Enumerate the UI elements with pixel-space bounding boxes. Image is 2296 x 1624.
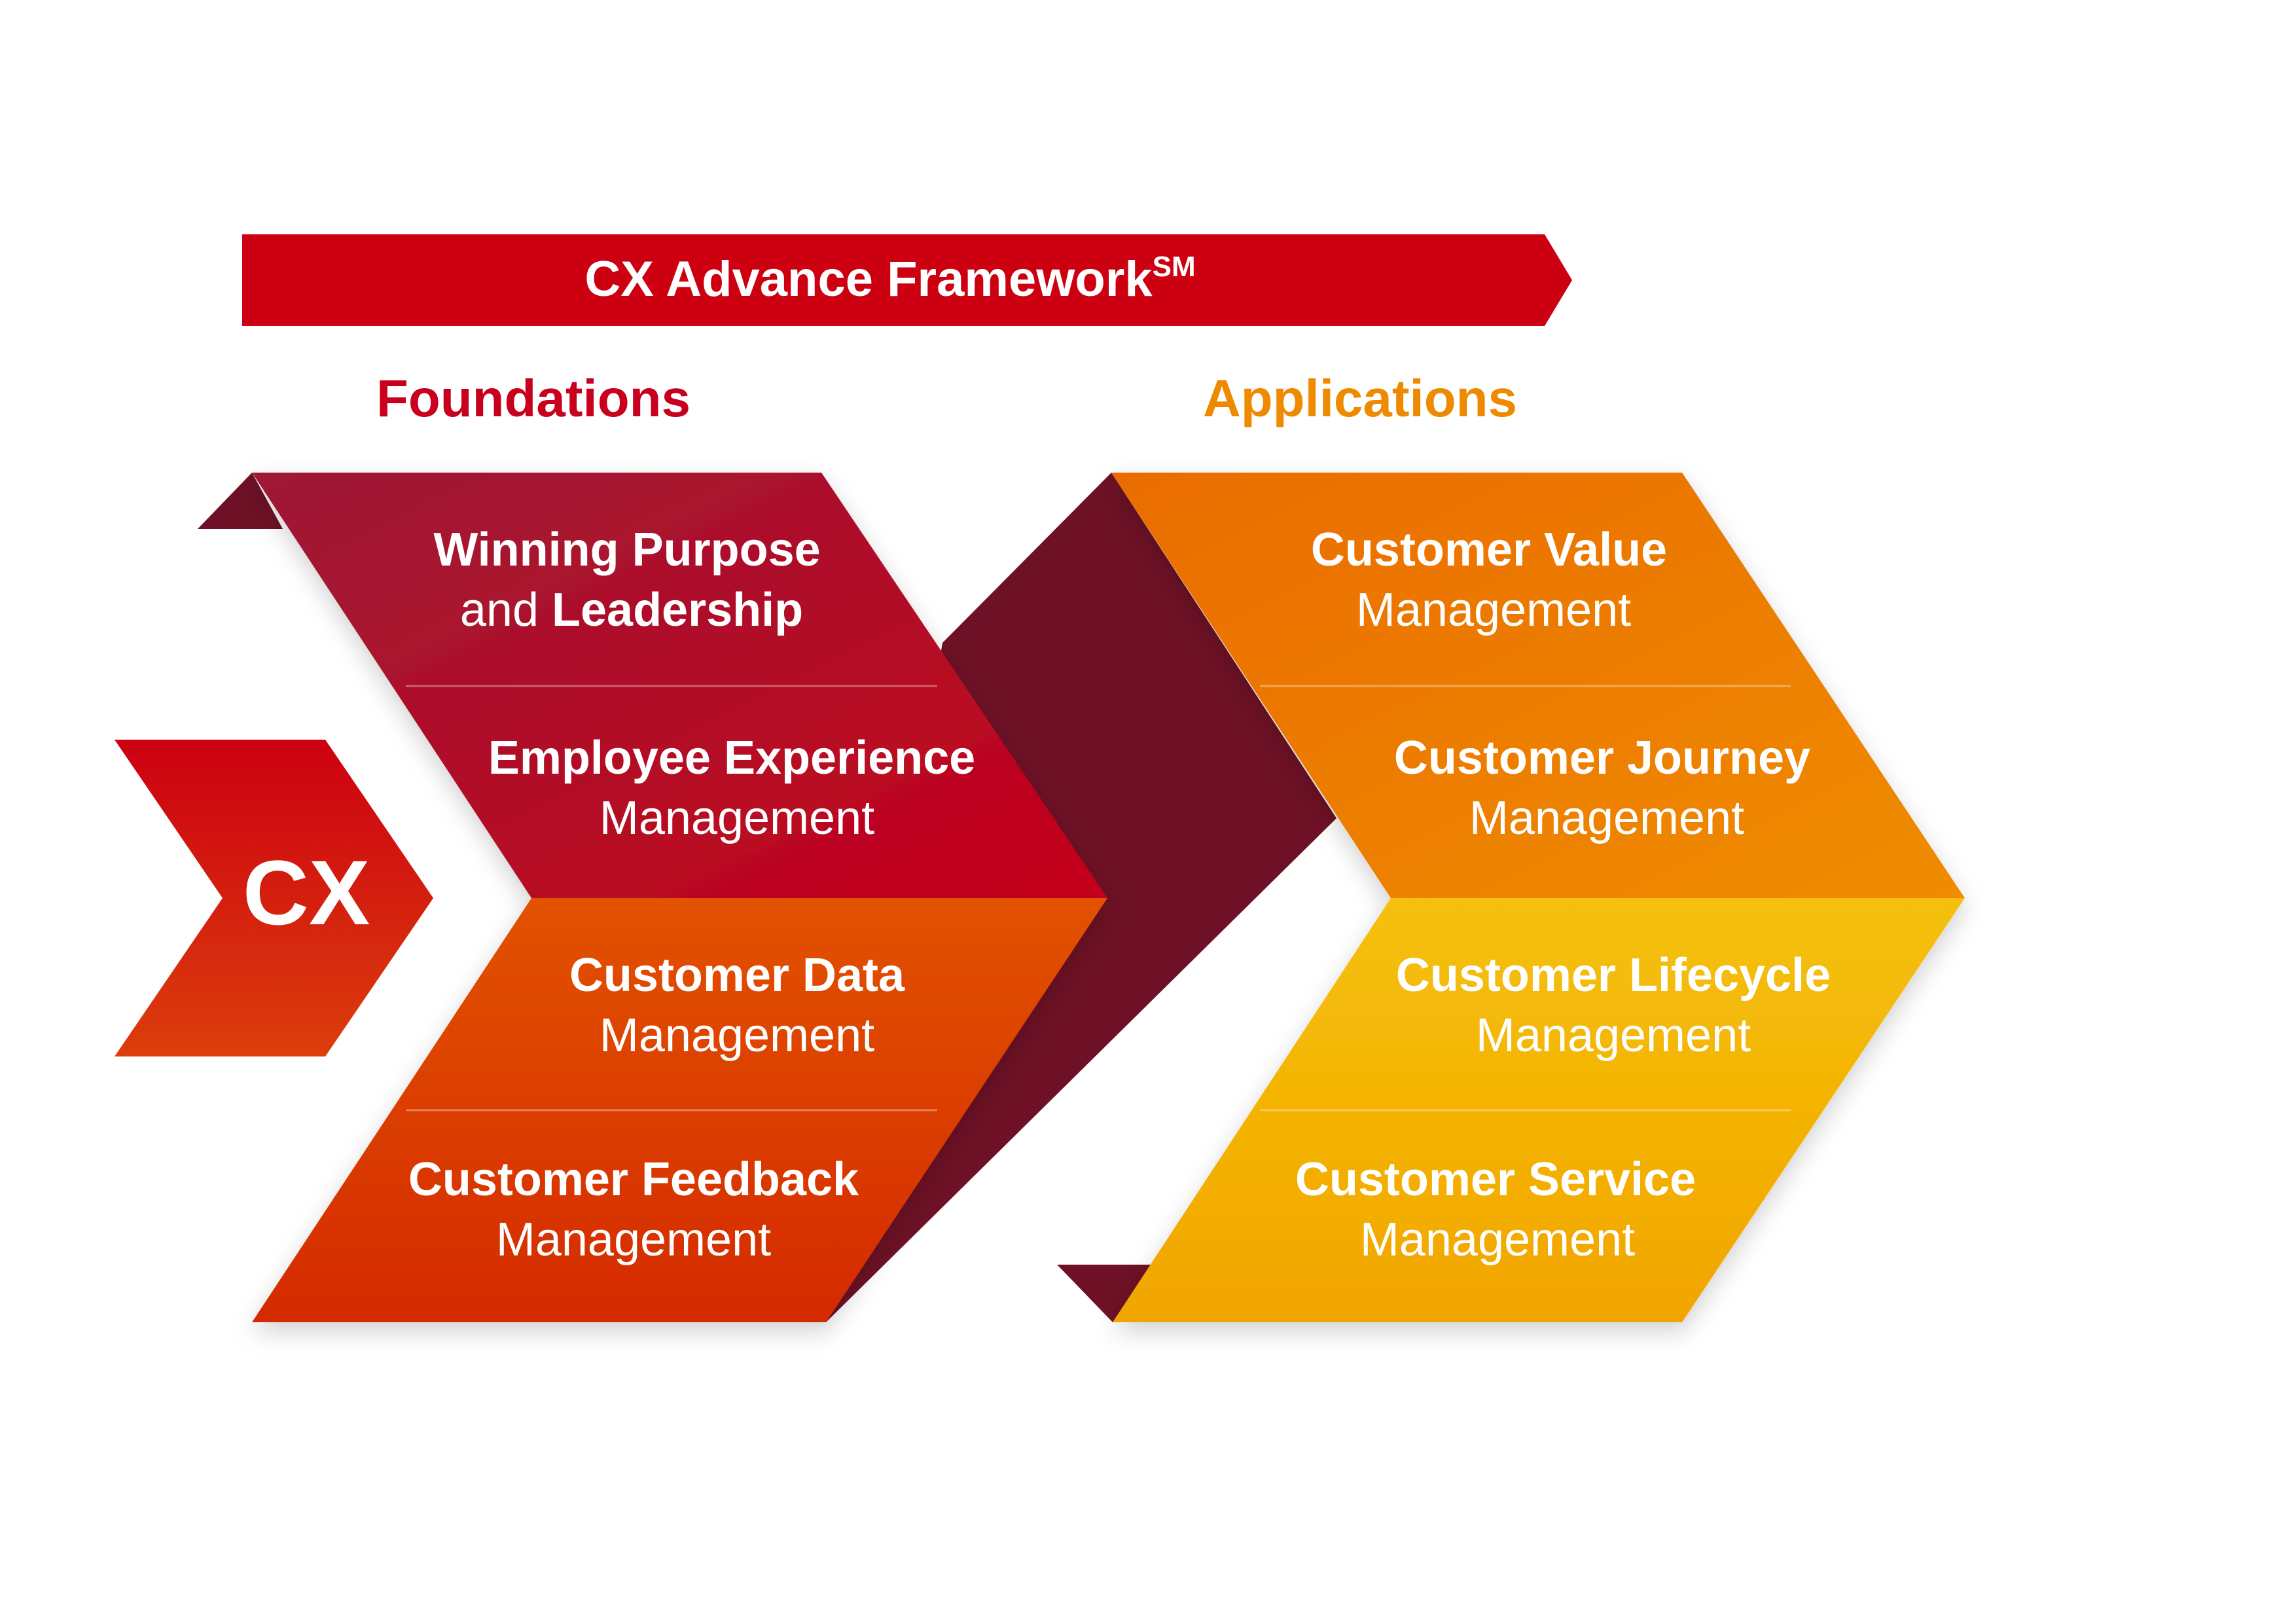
svg-text:Customer Feedback: Customer Feedback: [408, 1153, 859, 1206]
svg-text:Customer Journey: Customer Journey: [1394, 732, 1810, 784]
application-item-customer-value: Customer Value Management: [1311, 524, 1667, 636]
svg-text:Winning Purpose: Winning Purpose: [433, 524, 820, 576]
applications-fold-tab: [1057, 1265, 1152, 1322]
cx-start-label: CX: [243, 841, 370, 944]
svg-text:Employee Experience: Employee Experience: [488, 732, 975, 784]
foundation-item-winning-purpose: Winning Purpose and Leadership: [433, 524, 820, 636]
framework-banner: [242, 234, 1572, 326]
applications-heading: Applications: [1203, 369, 1517, 427]
svg-text:Management: Management: [1356, 584, 1631, 636]
foundations-chevron: [252, 473, 1107, 1322]
svg-text:Management: Management: [1469, 792, 1744, 844]
svg-text:and Leadership: and Leadership: [460, 584, 803, 636]
applications-upper-block: [1111, 473, 1965, 898]
svg-text:Management: Management: [1476, 1009, 1751, 1062]
svg-text:Management: Management: [496, 1214, 771, 1266]
svg-text:Customer Lifecycle: Customer Lifecycle: [1396, 949, 1831, 1001]
foundation-item-customer-data: Customer Data Management: [569, 949, 905, 1062]
foundations-fold-tab: [198, 473, 283, 529]
svg-text:Management: Management: [600, 792, 874, 844]
application-item-customer-lifecycle: Customer Lifecycle Management: [1396, 949, 1831, 1062]
svg-text:Customer Service: Customer Service: [1295, 1153, 1696, 1206]
svg-text:Management: Management: [600, 1009, 874, 1062]
applications-chevron: [1111, 473, 1965, 1322]
foundation-item-employee-experience: Employee Experience Management: [488, 732, 975, 844]
cx-start-chevron: [115, 740, 433, 1056]
application-item-customer-service: Customer Service Management: [1295, 1153, 1696, 1266]
foundations-upper-block: [252, 473, 1107, 898]
svg-text:Management: Management: [1360, 1214, 1635, 1266]
application-item-customer-journey: Customer Journey Management: [1394, 732, 1810, 844]
svg-text:Customer Value: Customer Value: [1311, 524, 1667, 576]
foundations-heading: Foundations: [376, 369, 691, 427]
svg-text:Customer Data: Customer Data: [569, 949, 905, 1001]
foundation-item-customer-feedback: Customer Feedback Management: [408, 1153, 859, 1266]
foundations-lower-block: [252, 898, 1107, 1322]
banner-title: CX Advance FrameworkSM: [584, 251, 1195, 307]
applications-lower-block: [1113, 898, 1965, 1322]
banner-superscript: SM: [1153, 251, 1196, 283]
